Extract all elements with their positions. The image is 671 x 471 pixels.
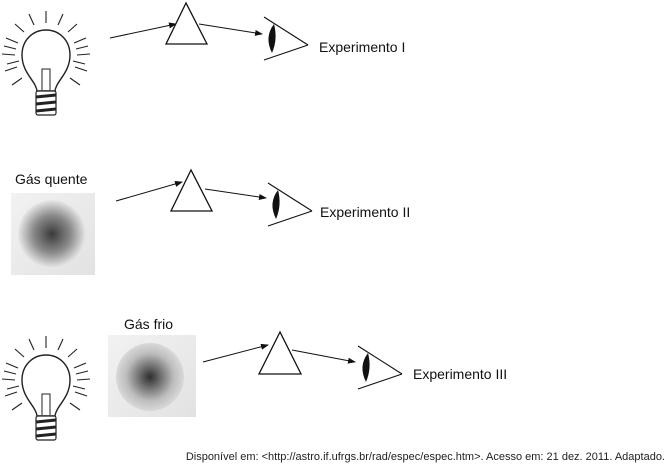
- experiment-2: [11, 168, 313, 275]
- light-ray-in: [115, 181, 183, 202]
- experiment-1: [1, 1, 309, 116]
- light-ray-in: [202, 343, 269, 363]
- experiment-3-label: Experimento III: [413, 366, 508, 382]
- experiment-3: [1, 330, 403, 441]
- prism: [257, 330, 303, 375]
- eye-icon: [357, 345, 403, 390]
- light-ray-in: [109, 22, 177, 39]
- light-bulb-icon: [1, 336, 91, 441]
- hot-gas-label: Gás quente: [15, 171, 88, 187]
- light-ray-out: [198, 23, 263, 36]
- light-bulb-icon: [1, 11, 91, 116]
- light-ray-out: [291, 349, 356, 364]
- light-ray-out: [204, 188, 267, 200]
- eye-icon: [263, 16, 309, 61]
- prism: [169, 168, 214, 212]
- prism: [164, 1, 209, 45]
- hot-gas-glow: [18, 200, 86, 268]
- eye-icon: [267, 182, 313, 227]
- source-citation: Disponível em: <http://astro.if.ufrgs.br…: [185, 451, 665, 463]
- experiment-2-label: Experimento II: [320, 204, 411, 220]
- cold-gas-glow: [116, 343, 184, 411]
- cold-gas-label: Gás frio: [124, 316, 174, 332]
- experiment-1-label: Experimento I: [319, 39, 406, 55]
